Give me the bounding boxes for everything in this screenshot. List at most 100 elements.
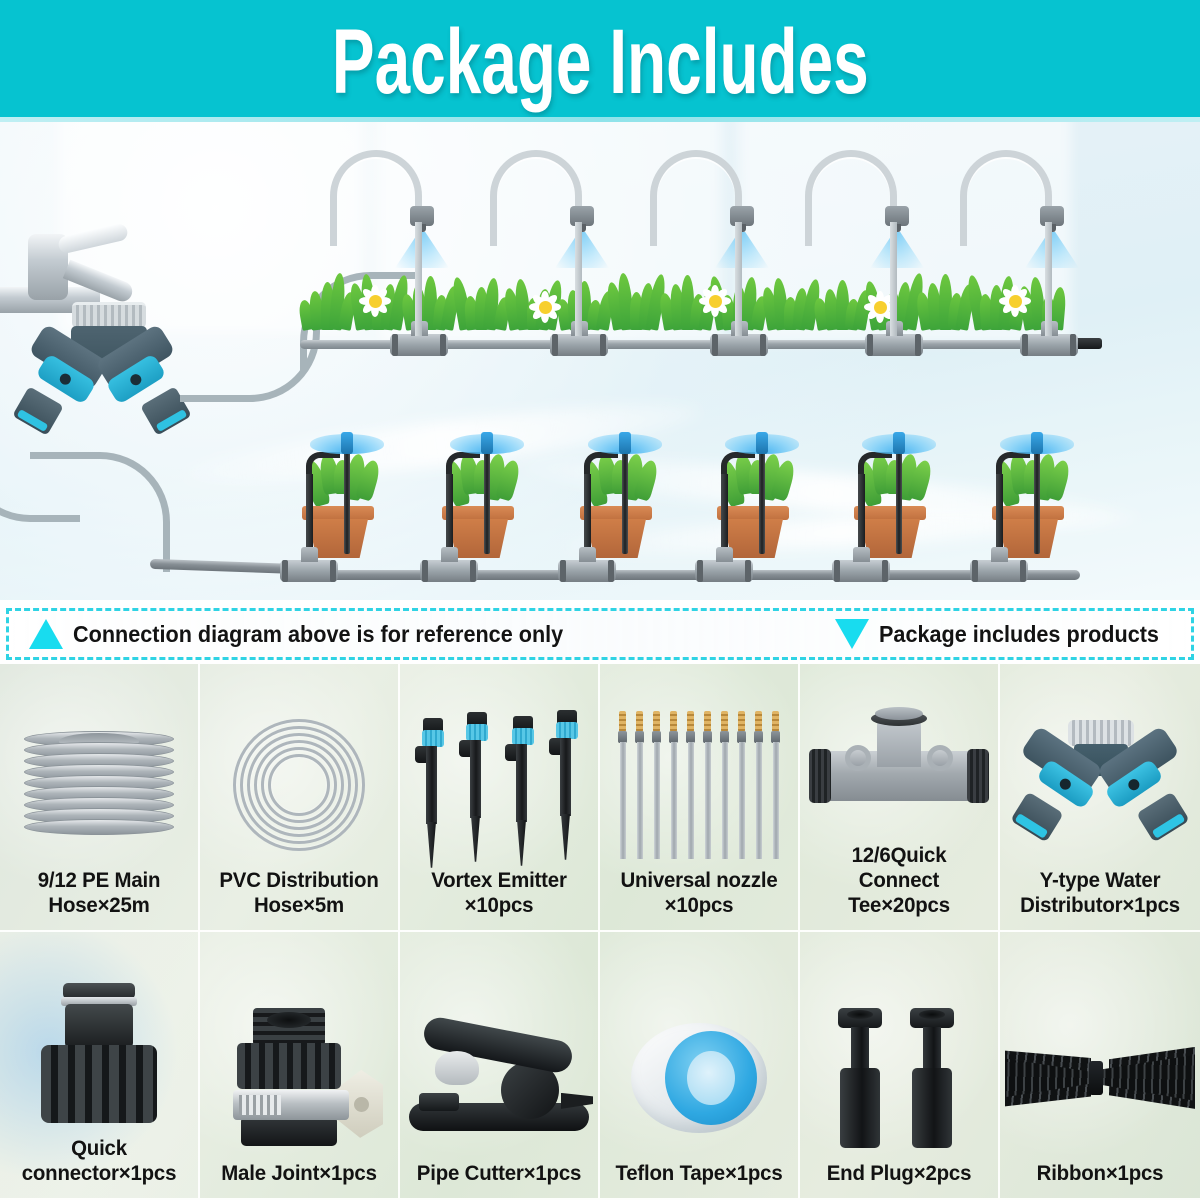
dripper-drop-tube	[584, 474, 591, 558]
label-line-2: ×10pcs	[664, 892, 734, 917]
product-label-universal-nozzle: Universal nozzle ×10pcs	[605, 868, 793, 930]
product-image-pe-main-hose	[0, 702, 198, 868]
quick-connector-art	[41, 982, 157, 1123]
product-cell-ribbon[interactable]: Ribbon×1pcs	[1000, 932, 1200, 1200]
product-label-pvc-distribution-hose: PVC Distribution Hose×5m	[205, 868, 393, 930]
product-image-universal-nozzle	[600, 702, 798, 868]
arc-drop-tube	[890, 222, 897, 336]
product-image-male-joint	[200, 995, 398, 1161]
product-image-quick-connector	[0, 970, 198, 1136]
main-hose-bottom	[290, 570, 1080, 580]
notice-bar: Connection diagram above is for referenc…	[6, 608, 1194, 660]
product-cell-pipe-cutter[interactable]: Pipe Cutter×1pcs	[400, 932, 600, 1200]
product-cell-teflon-tape[interactable]: Teflon Tape×1pcs	[600, 932, 800, 1200]
product-image-quick-connect-tee	[800, 677, 998, 843]
misting-arc-tube	[650, 150, 742, 246]
notice-left-text: Connection diagram above is for referenc…	[73, 620, 564, 647]
product-label-quick-connect-tee: 12/6Quick Connect Tee×20pcs	[805, 843, 993, 930]
product-cell-pvc-distribution-hose[interactable]: PVC Distribution Hose×5m	[200, 664, 400, 932]
male-joint-art	[211, 1007, 387, 1148]
product-label-quick-connector: Quick connector×1pcs	[5, 1136, 193, 1198]
flower-pot	[442, 506, 514, 558]
triangle-down-icon	[835, 619, 870, 649]
dripper-stake	[484, 450, 490, 554]
daisy-flower	[359, 285, 391, 317]
misting-arc-tube	[490, 150, 582, 246]
dripper-arm	[306, 452, 340, 482]
arc-drop-tube	[575, 222, 582, 336]
label-line-1: 12/6Quick Connect	[851, 842, 947, 892]
product-label-teflon-tape: Teflon Tape×1pcs	[605, 1161, 793, 1198]
flower-pot	[992, 506, 1064, 558]
cell-background	[800, 932, 998, 1198]
product-image-pvc-distribution-hose	[200, 702, 398, 868]
product-label-end-plug: End Plug×2pcs	[805, 1161, 993, 1198]
feed-hose-upper	[180, 322, 320, 402]
dripper-drop-tube	[306, 474, 313, 558]
label-line-1: Pipe Cutter×1pcs	[416, 1160, 582, 1185]
dripper-drop-tube	[996, 474, 1003, 558]
misting-arc-tube	[330, 150, 422, 246]
dripper-cap	[341, 432, 353, 454]
tee-connector-top	[550, 321, 608, 356]
tee-connector-bottom	[280, 547, 338, 582]
product-cell-male-joint[interactable]: Male Joint×1pcs	[200, 932, 400, 1200]
label-line-2: Hose×5m	[253, 892, 345, 917]
irrigation-connection-diagram	[0, 122, 1200, 600]
product-label-ribbon: Ribbon×1pcs	[1005, 1161, 1195, 1198]
tee-connector-bottom	[832, 547, 890, 582]
page-title: Package Includes	[331, 9, 869, 113]
product-cell-quick-connect-tee[interactable]: 12/6Quick Connect Tee×20pcs	[800, 664, 1000, 932]
misting-arc-tube	[805, 150, 897, 246]
nozzles-art	[618, 710, 780, 859]
mist-nozzle-head	[410, 206, 434, 232]
product-cell-end-plug[interactable]: End Plug×2pcs	[800, 932, 1000, 1200]
product-label-pipe-cutter: Pipe Cutter×1pcs	[405, 1161, 593, 1198]
product-cell-vortex-emitter[interactable]: Vortex Emitter ×10pcs	[400, 664, 600, 932]
tee-connector-top	[865, 321, 923, 356]
flower-pot	[580, 506, 652, 558]
dripper-cap	[893, 432, 905, 454]
product-cell-pe-main-hose[interactable]: 9/12 PE Main Hose×25m	[0, 664, 200, 932]
product-image-vortex-emitter	[400, 702, 598, 868]
arc-drop-tube	[415, 222, 422, 336]
label-line-1: End Plug×2pcs	[826, 1160, 972, 1185]
product-image-ribbon	[1000, 995, 1200, 1161]
pipe-cutter-art	[409, 1014, 593, 1137]
product-image-teflon-tape	[600, 995, 798, 1161]
product-label-vortex-emitter: Vortex Emitter ×10pcs	[405, 868, 593, 930]
mist-nozzle-head	[885, 206, 909, 232]
coil-hose-art	[24, 730, 174, 839]
dripper-cap	[619, 432, 631, 454]
label-line-2: Tee×20pcs	[848, 892, 950, 917]
label-line-1: Teflon Tape×1pcs	[615, 1160, 783, 1185]
notice-right-text: Package includes products	[879, 620, 1160, 647]
dripper-drop-tube	[446, 474, 453, 558]
daisy-flower	[864, 291, 896, 323]
y-distributor-art	[1010, 719, 1190, 850]
dripper-arm	[446, 452, 480, 482]
notice-left: Connection diagram above is for referenc…	[29, 619, 594, 649]
mist-nozzle-head	[570, 206, 594, 232]
tee-connector-bottom	[970, 547, 1028, 582]
product-image-y-type-distributor	[1000, 702, 1200, 868]
mist-nozzle-head	[730, 206, 754, 232]
label-line-2: ×10pcs	[464, 892, 534, 917]
arc-drop-tube	[735, 222, 742, 336]
product-grid: 9/12 PE Main Hose×25m PVC Distribution H…	[0, 664, 1200, 1200]
label-line-1: Vortex Emitter	[431, 867, 567, 892]
product-cell-universal-nozzle[interactable]: Universal nozzle ×10pcs	[600, 664, 800, 932]
product-cell-y-type-distributor[interactable]: Y-type Water Distributor×1pcs	[1000, 664, 1200, 932]
arc-drop-tube	[1045, 222, 1052, 336]
product-image-end-plug	[800, 995, 998, 1161]
product-cell-quick-connector[interactable]: Quick connector×1pcs	[0, 932, 200, 1200]
dripper-stake	[896, 450, 902, 554]
label-line-2: Hose×25m	[48, 892, 150, 917]
main-hose-top	[300, 340, 1060, 349]
tee-connector-bottom	[558, 547, 616, 582]
label-line-1: Quick	[71, 1135, 127, 1160]
notice-right: Package includes products	[835, 619, 1177, 649]
product-label-pe-main-hose: 9/12 PE Main Hose×25m	[5, 868, 193, 930]
dripper-stake	[759, 450, 765, 554]
